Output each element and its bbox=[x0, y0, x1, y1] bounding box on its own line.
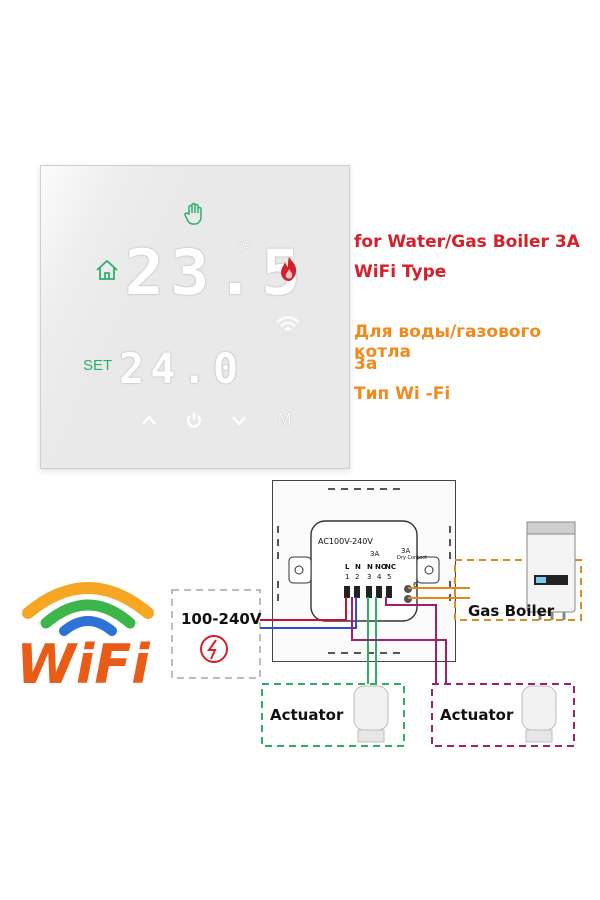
terminal-4-label: NO bbox=[375, 563, 387, 571]
terminal-6-number: 6 bbox=[413, 581, 418, 589]
title-ru-line1: Для воды/газового котла bbox=[354, 322, 542, 362]
svg-text:WiFi: WiFi bbox=[16, 633, 151, 695]
wifi-logo: WiFi bbox=[16, 582, 154, 695]
power-label: 100-240V bbox=[181, 610, 262, 628]
terminal-1-label: L bbox=[345, 563, 350, 571]
title-ru-line3: Тип Wi -Fi bbox=[354, 384, 451, 404]
terminal-2-number: 2 bbox=[355, 573, 360, 581]
temperature-unit: °C bbox=[238, 239, 251, 251]
set-temperature: 24.0 bbox=[119, 344, 245, 393]
title-ru-line2: 3а bbox=[354, 354, 378, 374]
terminal-2-label: N bbox=[355, 563, 361, 571]
dry-contact-label: Dry Contact bbox=[397, 555, 427, 561]
terminal-5-label: NC bbox=[385, 563, 396, 571]
terminal-3-number: 3 bbox=[367, 573, 372, 581]
relay-rating: 3A bbox=[370, 550, 380, 558]
actuator-right-label: Actuator bbox=[440, 706, 514, 724]
terminal-1-number: 1 bbox=[345, 573, 350, 581]
gas-boiler-label: Gas Boiler bbox=[468, 602, 555, 620]
terminal-5-number: 5 bbox=[387, 573, 392, 581]
set-label: SET bbox=[83, 357, 113, 374]
up-button[interactable] bbox=[141, 414, 157, 426]
terminal-4-number: 4 bbox=[377, 573, 382, 581]
current-temperature: 23.5 bbox=[124, 236, 307, 309]
actuator-left-label: Actuator bbox=[270, 706, 344, 724]
mode-button[interactable]: M bbox=[278, 411, 292, 428]
thermostat-panel: 23.5 °C SET 24.0 M bbox=[40, 165, 350, 469]
down-button[interactable] bbox=[231, 414, 247, 426]
wifi-status-icon bbox=[276, 316, 300, 331]
controller-backplate: AC100V-240V 3A 3A Dry Contact L 1 N 2 N … bbox=[272, 480, 456, 662]
home-icon bbox=[96, 259, 118, 280]
power-button[interactable] bbox=[185, 411, 203, 429]
manual-hand-icon bbox=[184, 202, 202, 225]
controller-voltage: AC100V-240V bbox=[318, 537, 373, 546]
title-en-line2: WiFi Type bbox=[354, 262, 447, 282]
title-en-line1: for Water/Gas Boiler 3A bbox=[354, 232, 580, 252]
terminal-3-label: N bbox=[367, 563, 373, 571]
flame-icon bbox=[281, 257, 297, 281]
dry-contact-rating: 3A bbox=[401, 547, 411, 555]
